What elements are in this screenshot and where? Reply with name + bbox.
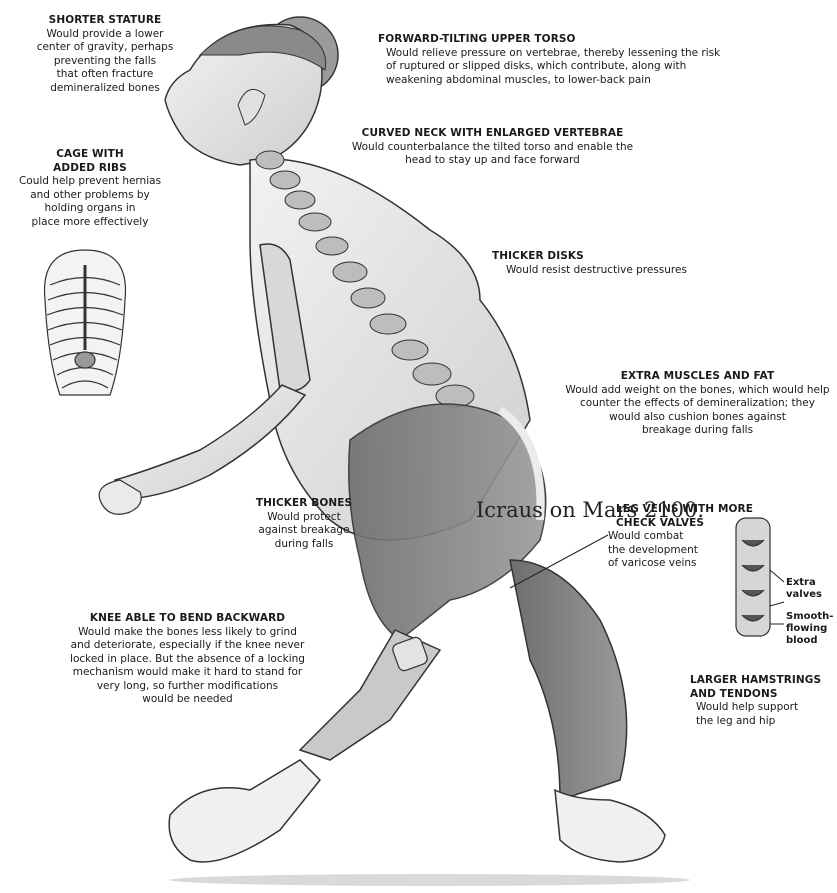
annotation-knee: KNEE ABLE TO BEND BACKWARD Would make th…	[40, 612, 335, 707]
annotation-heading: CURVED NECK WITH ENLARGED VERTEBRAE	[340, 127, 645, 141]
vein-label-extra-valves: Extra valves	[786, 577, 834, 601]
rib-cage-inset	[45, 250, 126, 395]
annotation-body: Would relieve pressure on vertebrae, the…	[378, 47, 828, 88]
annotation-heading: CAGE WITH ADDED RIBS	[5, 148, 175, 175]
annotation-curved-neck: CURVED NECK WITH ENLARGED VERTEBRAE Woul…	[340, 127, 645, 168]
annotation-body: Would protect against breakage during fa…	[244, 511, 364, 552]
annotation-body: Would help support the leg and hip	[690, 701, 830, 728]
annotation-heading: THICKER DISKS	[492, 250, 722, 264]
annotation-extra-muscles: EXTRA MUSCLES AND FAT Would add weight o…	[560, 370, 835, 438]
annotation-rib-cage: CAGE WITH ADDED RIBS Could help prevent …	[5, 148, 175, 229]
annotation-thicker-disks: THICKER DISKS Would resist destructive p…	[492, 250, 722, 277]
annotation-thicker-bones: THICKER BONES Would protect against brea…	[244, 497, 364, 551]
arm	[99, 244, 310, 514]
annotation-hamstrings: LARGER HAMSTRINGS AND TENDONS Would help…	[690, 674, 830, 728]
annotation-body: Would combat the development of varicose…	[608, 530, 768, 571]
annotation-heading: LARGER HAMSTRINGS AND TENDONS	[690, 674, 830, 701]
annotation-heading: KNEE ABLE TO BEND BACKWARD	[40, 612, 335, 626]
annotation-body: Would resist destructive pressures	[492, 264, 722, 278]
thigh	[349, 404, 546, 640]
annotation-forward-torso: FORWARD-TILTING UPPER TORSO Would reliev…	[378, 33, 828, 87]
vein-label-smooth-flow: Smooth- flowing blood	[786, 611, 836, 647]
annotation-body: Would provide a lower center of gravity,…	[10, 28, 200, 96]
annotation-body: Could help prevent hernias and other pro…	[5, 175, 175, 229]
back-leg	[510, 560, 665, 862]
annotation-heading: SHORTER STATURE	[10, 14, 200, 28]
ground-shadow	[170, 874, 690, 886]
annotation-shorter-stature: SHORTER STATURE Would provide a lower ce…	[10, 14, 200, 95]
annotation-heading: EXTRA MUSCLES AND FAT	[560, 370, 835, 384]
annotation-heading: THICKER BONES	[244, 497, 364, 511]
annotation-body: Would add weight on the bones, which wou…	[560, 384, 835, 438]
annotation-body: Would make the bones less likely to grin…	[40, 626, 335, 707]
annotation-body: Would counterbalance the tilted torso an…	[340, 141, 645, 168]
overlay-caption: Icraus on Mars 2100.	[476, 498, 704, 522]
annotation-heading: FORWARD-TILTING UPPER TORSO	[378, 33, 828, 47]
